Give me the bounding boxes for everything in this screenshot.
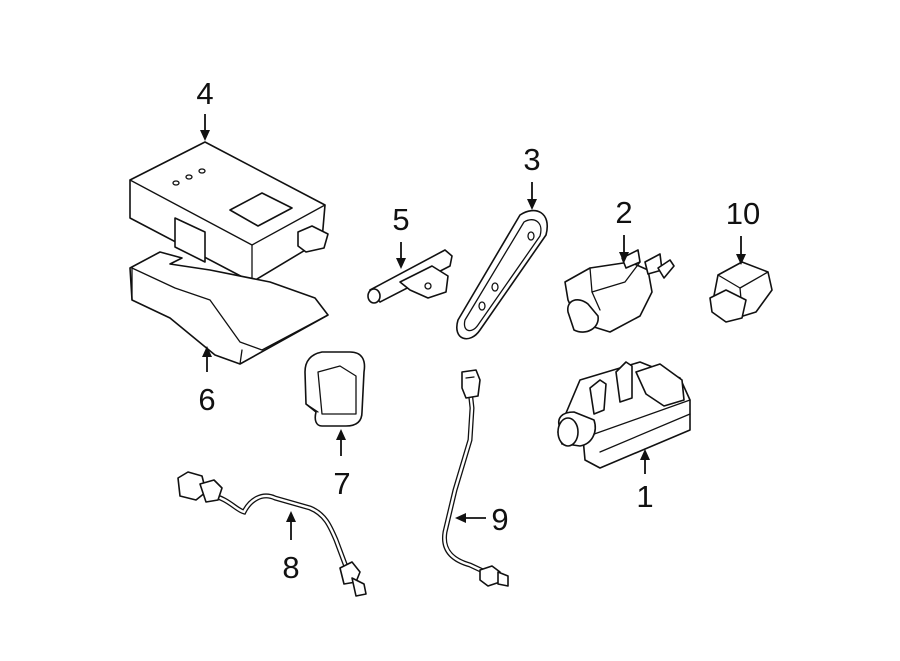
callout-3: 3 xyxy=(523,142,541,210)
part-6-tray[interactable] xyxy=(129,251,329,365)
part-8-oxygen-sensor[interactable] xyxy=(177,471,367,597)
part-10-connector[interactable] xyxy=(709,261,773,323)
callout-10: 10 xyxy=(726,196,760,265)
callout-9: 9 xyxy=(455,502,509,537)
callout-number-1: 1 xyxy=(636,479,653,514)
callout-6: 6 xyxy=(198,346,216,417)
callout-number-5: 5 xyxy=(392,202,409,237)
callout-number-6: 6 xyxy=(198,382,215,417)
callout-number-10: 10 xyxy=(726,196,760,231)
part-1-purge-valve[interactable] xyxy=(557,361,691,469)
part-7-cover[interactable] xyxy=(304,351,366,427)
callout-5: 5 xyxy=(392,202,410,269)
callout-number-3: 3 xyxy=(523,142,540,177)
callout-number-2: 2 xyxy=(615,195,632,230)
callout-4: 4 xyxy=(196,76,214,141)
callout-8: 8 xyxy=(282,511,300,585)
callout-2: 2 xyxy=(615,195,633,263)
part-4-control-module[interactable] xyxy=(129,141,329,283)
part-9-oxygen-sensor[interactable] xyxy=(441,369,509,587)
callout-number-8: 8 xyxy=(282,550,299,585)
callout-7: 7 xyxy=(333,429,351,501)
callout-number-4: 4 xyxy=(196,76,213,111)
callout-number-7: 7 xyxy=(333,466,350,501)
part-2-valve[interactable] xyxy=(564,249,675,333)
part-5-bracket[interactable] xyxy=(367,249,453,304)
part-3-strap[interactable] xyxy=(456,209,549,340)
callout-number-9: 9 xyxy=(491,502,508,537)
callout-1: 1 xyxy=(636,449,654,514)
